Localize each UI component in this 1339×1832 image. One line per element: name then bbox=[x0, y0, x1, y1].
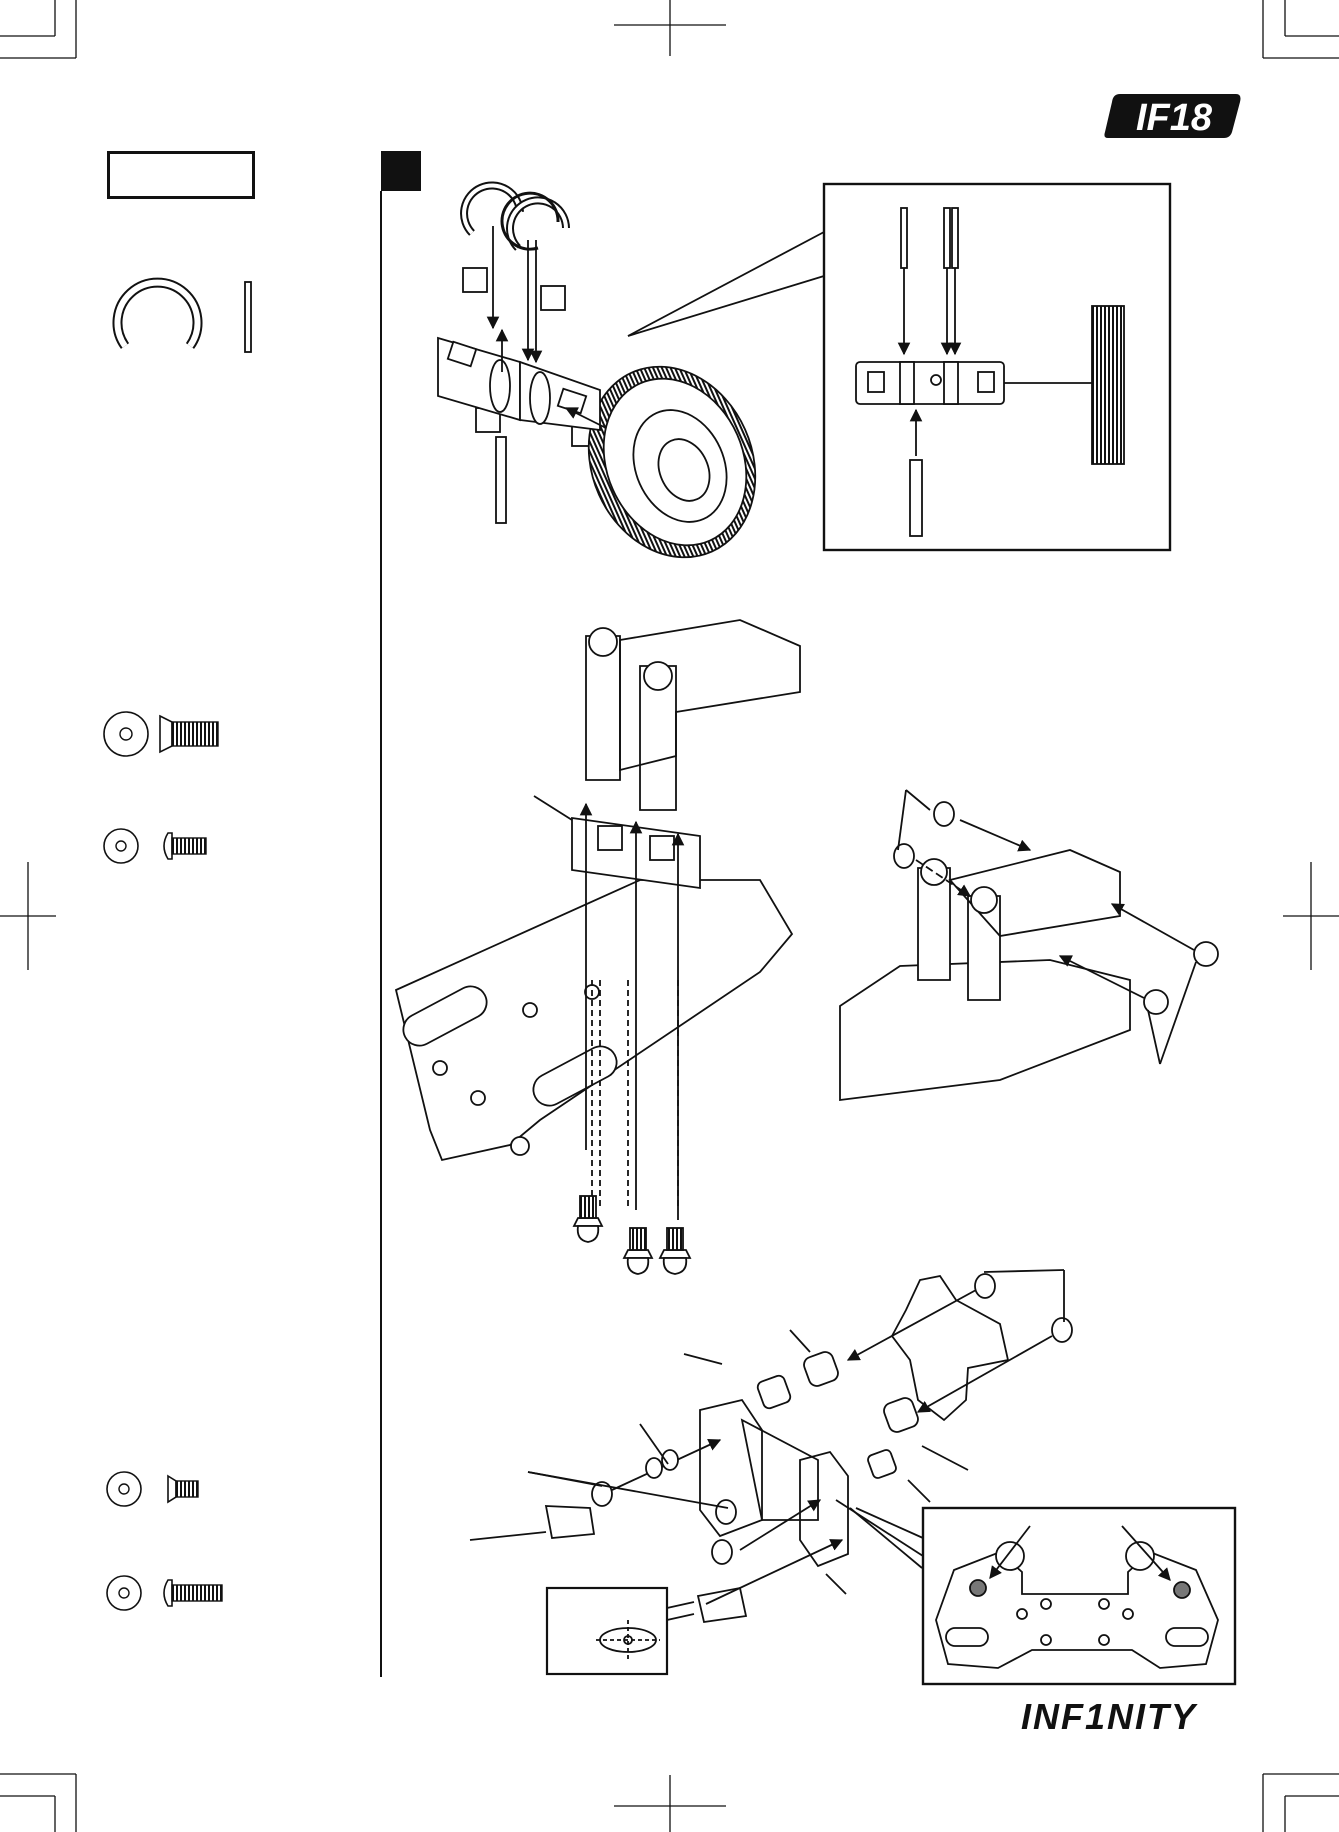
differential-assembly bbox=[438, 185, 824, 584]
part-countersunk-screw-small bbox=[107, 1472, 198, 1506]
part-pin bbox=[245, 282, 251, 352]
bulkhead-assembled-view bbox=[840, 790, 1218, 1100]
part-countersunk-screw-large bbox=[104, 712, 218, 756]
part-e-clip bbox=[118, 283, 198, 346]
detail-inset-shaft bbox=[824, 184, 1170, 550]
part-button-screw-long bbox=[107, 1576, 222, 1610]
bulkhead-assembly bbox=[396, 620, 800, 1274]
part-button-screw-small bbox=[104, 829, 206, 863]
detail-inset-bulkhead-plate bbox=[836, 1500, 1235, 1684]
detail-inset-insert bbox=[547, 1588, 694, 1674]
